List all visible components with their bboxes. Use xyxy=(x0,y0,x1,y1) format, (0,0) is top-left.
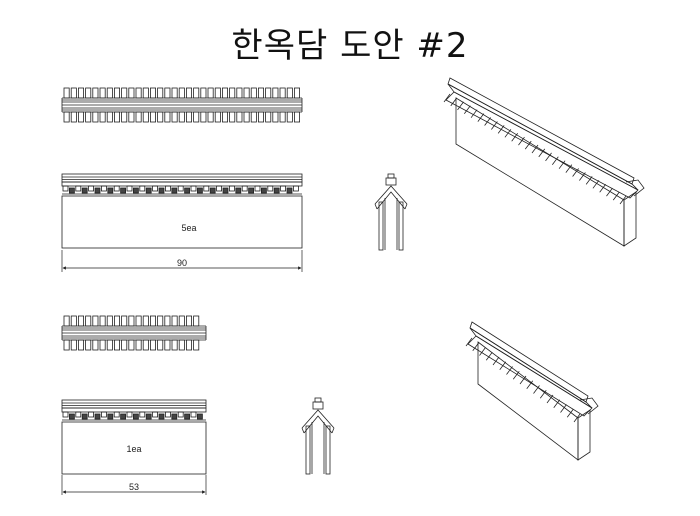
short-wall-top-view xyxy=(61,315,207,351)
short-wall-quantity-label: 1ea xyxy=(126,444,141,454)
long-wall-quantity-label: 5ea xyxy=(181,223,196,233)
short-wall-side-view xyxy=(301,397,335,475)
drawing-title: 한옥담 도안 #2 xyxy=(231,26,469,66)
long-wall-dimension-line xyxy=(61,250,303,272)
short-wall-isometric-view xyxy=(465,321,599,461)
long-wall-side-view xyxy=(374,173,408,251)
short-wall-dimension-line xyxy=(61,475,207,495)
short-wall-dimension-label: 53 xyxy=(129,482,139,492)
long-wall-top-view xyxy=(61,87,303,123)
long-wall-dimension-label: 90 xyxy=(177,258,187,268)
short-wall-front-view xyxy=(61,399,207,475)
long-wall-isometric-view xyxy=(443,77,645,247)
long-wall-front-view xyxy=(61,173,303,249)
